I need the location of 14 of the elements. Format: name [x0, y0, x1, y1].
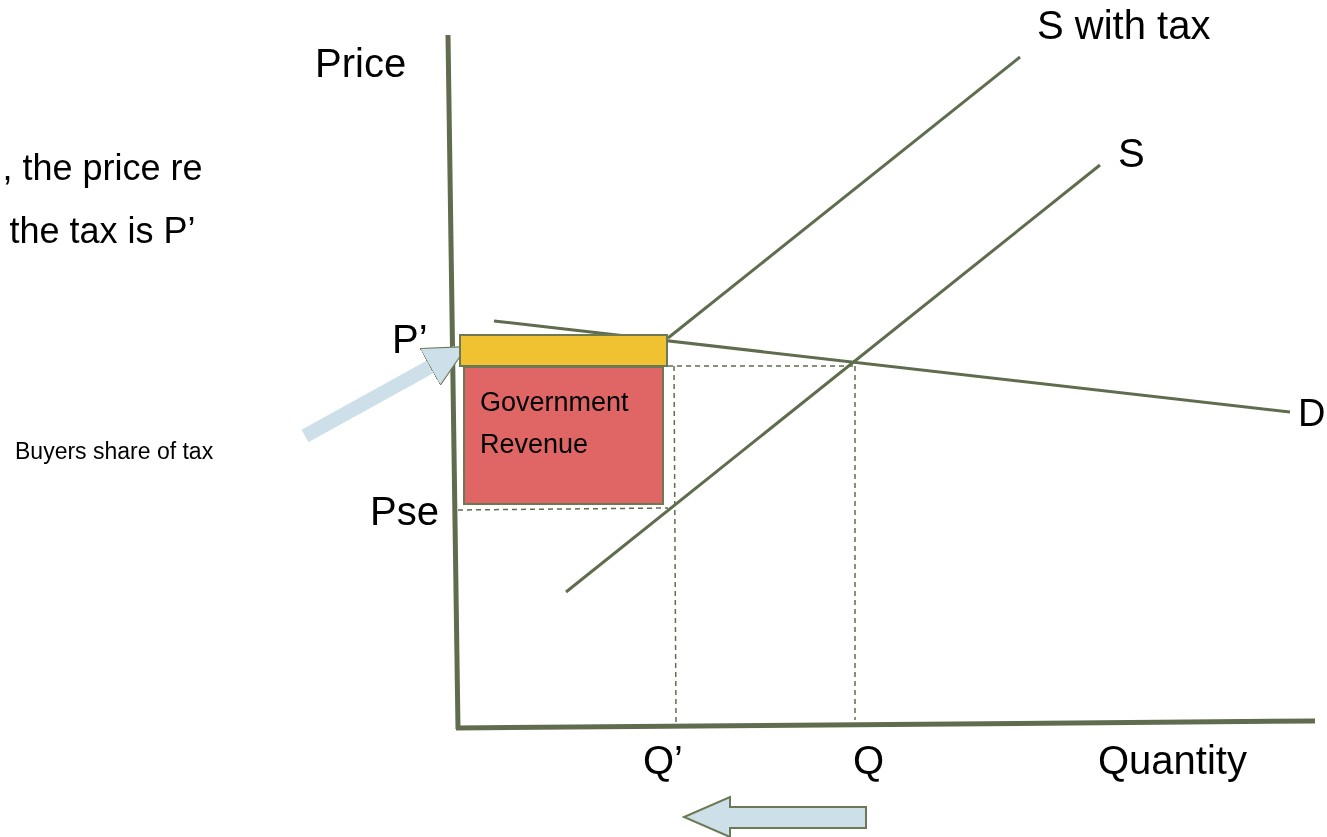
revenue-label: Government Revenue	[479, 386, 630, 461]
price-label: Pse	[370, 488, 439, 534]
quantity-label: Q’	[643, 737, 683, 783]
axis-title: Quantity	[1098, 737, 1247, 783]
curve-label: S	[1118, 130, 1145, 176]
price-label: P’	[392, 316, 428, 362]
quantity-label: Q	[853, 737, 885, 783]
buyers-share-text: Buyers share of tax	[15, 438, 214, 465]
axis-title: Price	[315, 40, 407, 86]
curve-label: D	[1298, 392, 1326, 436]
note-text: , the price re the tax is P’	[1, 146, 204, 253]
curve-label: S with tax	[1037, 2, 1211, 48]
tax-bar	[459, 334, 668, 367]
revenue-box	[463, 366, 664, 505]
